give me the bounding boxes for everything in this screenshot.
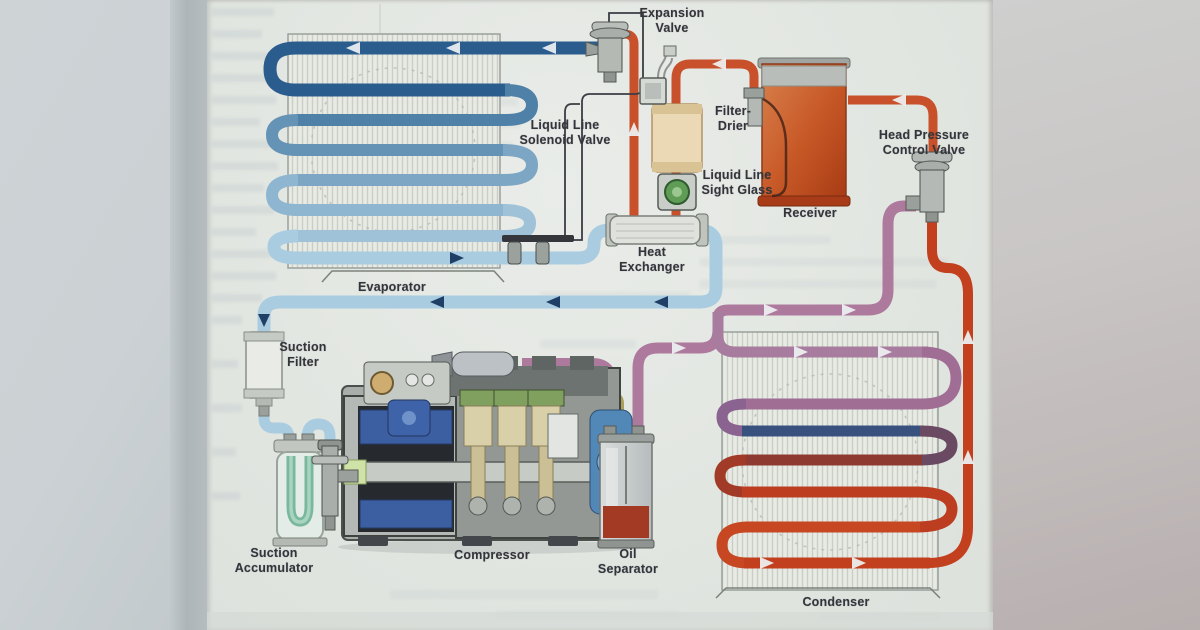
flow-arrows [258,42,974,569]
suction-service-valve [311,439,359,531]
evaporator-label: Evaporator [358,280,426,294]
liquid-line-solenoid-valve-label: Liquid Line Solenoid Valve [519,118,611,148]
suction-filter [243,331,285,417]
heat-exchanger [605,213,709,247]
sensing-bulb [502,235,574,265]
condenser-coil [712,218,973,569]
suction-filter-label: Suction Filter [279,340,327,370]
suction-accumulator [272,433,328,547]
label-brackets [321,270,941,599]
receiver [743,57,851,207]
heat-exchanger-label: Heat Exchanger [619,245,685,275]
compressor [311,351,638,554]
page-margin-right [993,0,1200,630]
filter-drier [651,103,703,173]
discharge-muffler [451,351,515,377]
filter-drier-label: Filter- Drier [714,104,752,134]
expansion-valve [585,21,631,83]
page-gutter-shadow [170,0,207,630]
page-bottom-band [207,612,993,630]
compressor-label: Compressor [454,548,530,562]
head-pressure-control-valve [905,151,953,223]
suction-accumulator-label: Suction Accumulator [234,546,314,576]
liquid-line-sight-glass-label: Liquid Line Sight Glass [701,168,773,198]
expansion-valve-label: Expansion Valve [639,6,705,36]
page-margin-left [0,0,170,630]
oil-separator-label: Oil Separator [597,547,659,577]
sight-glass [657,173,697,211]
receiver-label: Receiver [783,206,837,220]
condenser-label: Condenser [802,595,870,609]
solenoid-valve [639,45,677,105]
oil-separator [597,425,655,549]
head-pressure-control-valve-label: Head Pressure Control Valve [878,128,970,158]
